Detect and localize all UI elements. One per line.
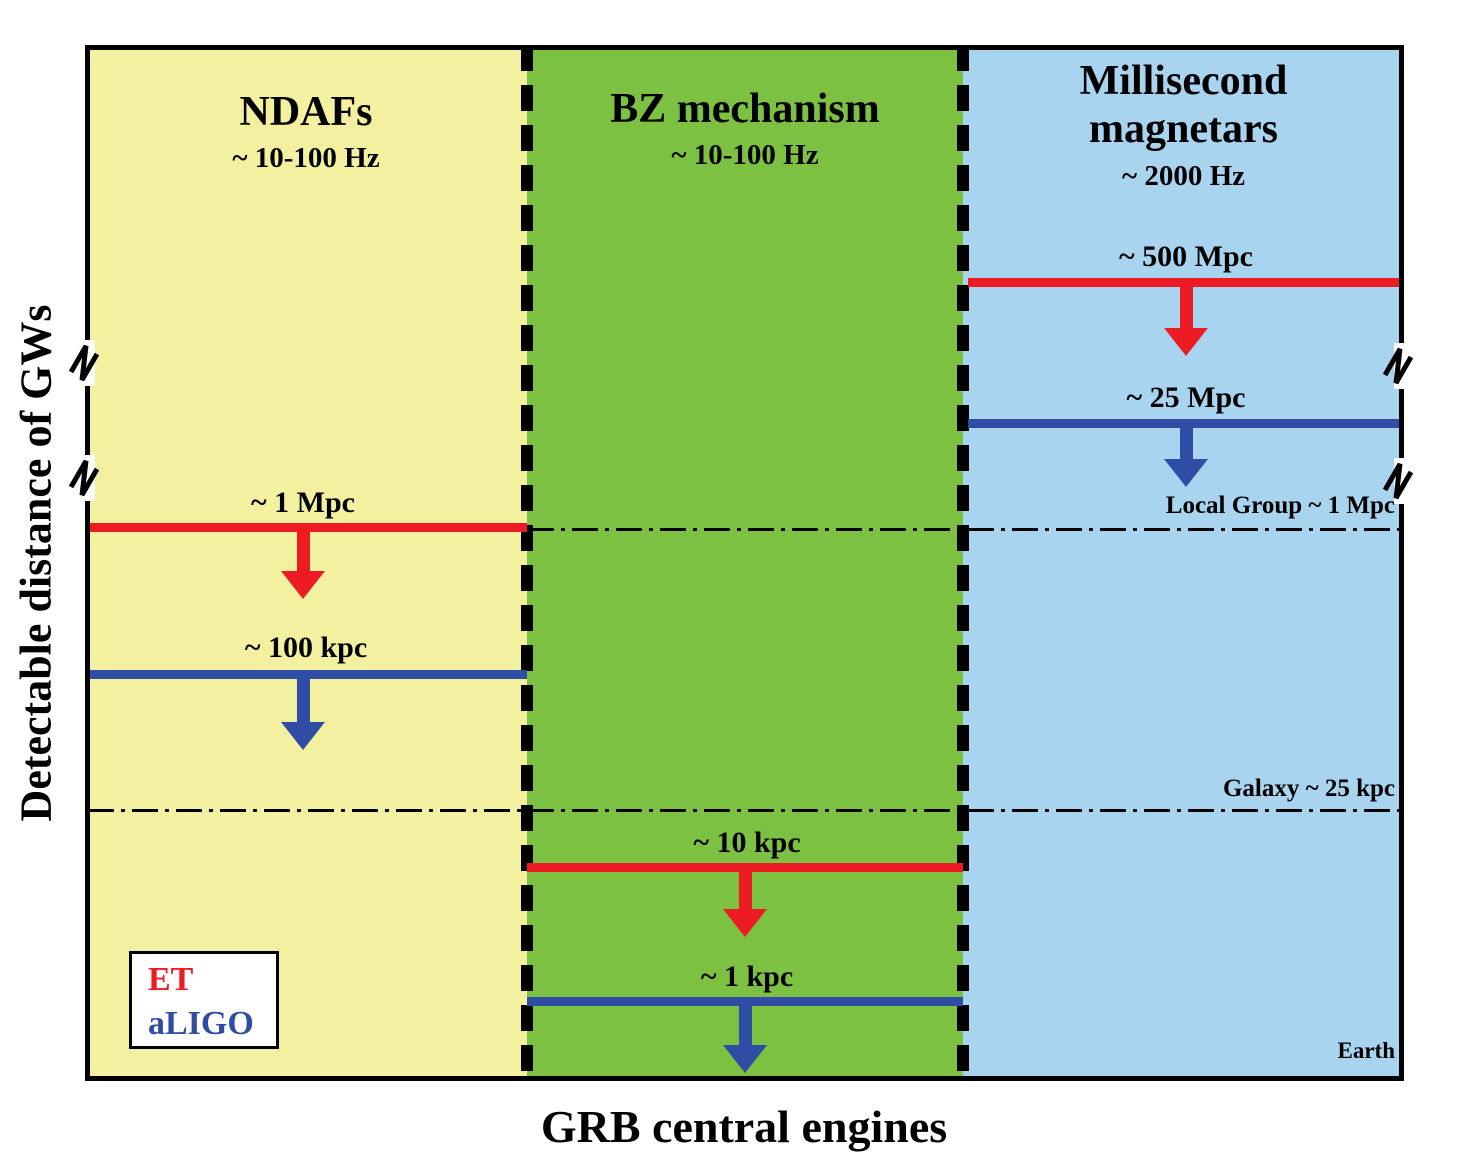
- panel-bz-title: BZ mechanism: [610, 86, 880, 132]
- bz-et-arrow-shaft: [738, 871, 752, 909]
- bz-et-arrow-head: [723, 909, 767, 937]
- galaxy-reference-line: [88, 809, 1400, 812]
- magnetars-aligo-arrow-icon: [1164, 427, 1208, 487]
- x-axis-label: GRB central engines: [540, 1101, 948, 1152]
- panel-bz-frequency: ~ 10-100 Hz: [671, 139, 819, 172]
- ndafs-et-distance-label: ~ 1 Mpc: [251, 486, 355, 519]
- galaxy-label: Galaxy ~ 25 kpc: [1222, 775, 1395, 802]
- ndafs-aligo-arrow-shaft: [296, 678, 310, 722]
- magnetars-et-arrow-icon: [1164, 286, 1208, 356]
- earth-label: Earth: [1337, 1038, 1396, 1063]
- legend-aligo-label: aLIGO: [148, 1005, 254, 1042]
- ndafs-et-arrow-head: [281, 571, 325, 599]
- panel-magnetars-header: Millisecond magnetars ~ 2000 Hz: [963, 45, 1404, 193]
- legend-et-label: ET: [148, 961, 194, 998]
- bz-aligo-distance-label: ~ 1 kpc: [700, 960, 794, 993]
- panel-magnetars-title: Millisecond magnetars: [1079, 58, 1288, 153]
- bz-aligo-arrow-icon: [723, 1005, 767, 1073]
- ndafs-aligo-distance-label: ~ 100 kpc: [244, 631, 368, 664]
- ndafs-et-line: [85, 523, 527, 532]
- magnetars-aligo-line: [968, 419, 1404, 428]
- axis-break-icon: [1382, 343, 1414, 389]
- bz-aligo-line: [527, 997, 963, 1006]
- local-group-label: Local Group ~ 1 Mpc: [1165, 492, 1395, 519]
- panel-bz-header: BZ mechanism ~ 10-100 Hz: [527, 45, 963, 172]
- magnetars-et-arrow-head: [1164, 328, 1208, 356]
- bz-aligo-arrow-shaft: [738, 1005, 752, 1045]
- bz-et-arrow-icon: [723, 871, 767, 937]
- ndafs-aligo-arrow-head: [281, 722, 325, 750]
- panel-ndafs-title: NDAFs: [239, 89, 373, 135]
- magnetars-et-line: [968, 278, 1404, 287]
- axis-break-icon: [68, 455, 100, 501]
- panel-magnetars-frequency: ~ 2000 Hz: [1121, 159, 1245, 192]
- magnetars-et-arrow-shaft: [1179, 286, 1193, 328]
- magnetars-et-distance-label: ~ 500 Mpc: [1119, 240, 1253, 273]
- ndafs-et-arrow-icon: [281, 531, 325, 599]
- axis-break-icon: [1382, 458, 1414, 504]
- ndafs-aligo-arrow-icon: [281, 678, 325, 750]
- panel-ndafs-frequency: ~ 10-100 Hz: [232, 142, 380, 175]
- legend: ET aLIGO: [129, 951, 279, 1049]
- ndafs-et-arrow-shaft: [296, 531, 310, 571]
- magnetars-aligo-arrow-shaft: [1179, 427, 1193, 459]
- panel-boundary-right-dashed-line: [957, 45, 969, 1081]
- magnetars-aligo-arrow-head: [1164, 459, 1208, 487]
- bz-aligo-arrow-head: [723, 1045, 767, 1073]
- local-group-reference-line: [88, 528, 1400, 531]
- panel-magnetars: Millisecond magnetars ~ 2000 Hz: [963, 45, 1404, 1081]
- magnetars-aligo-distance-label: ~ 25 Mpc: [1126, 381, 1246, 414]
- y-axis-label: Detectable distance of GWs: [11, 304, 61, 822]
- panel-boundary-left-dashed-line: [521, 45, 533, 1081]
- bz-et-distance-label: ~ 10 kpc: [693, 826, 801, 859]
- panel-ndafs-header: NDAFs ~ 10-100 Hz: [85, 45, 527, 175]
- bz-et-line: [527, 863, 963, 872]
- axis-break-icon: [68, 340, 100, 386]
- ndafs-aligo-line: [85, 670, 527, 679]
